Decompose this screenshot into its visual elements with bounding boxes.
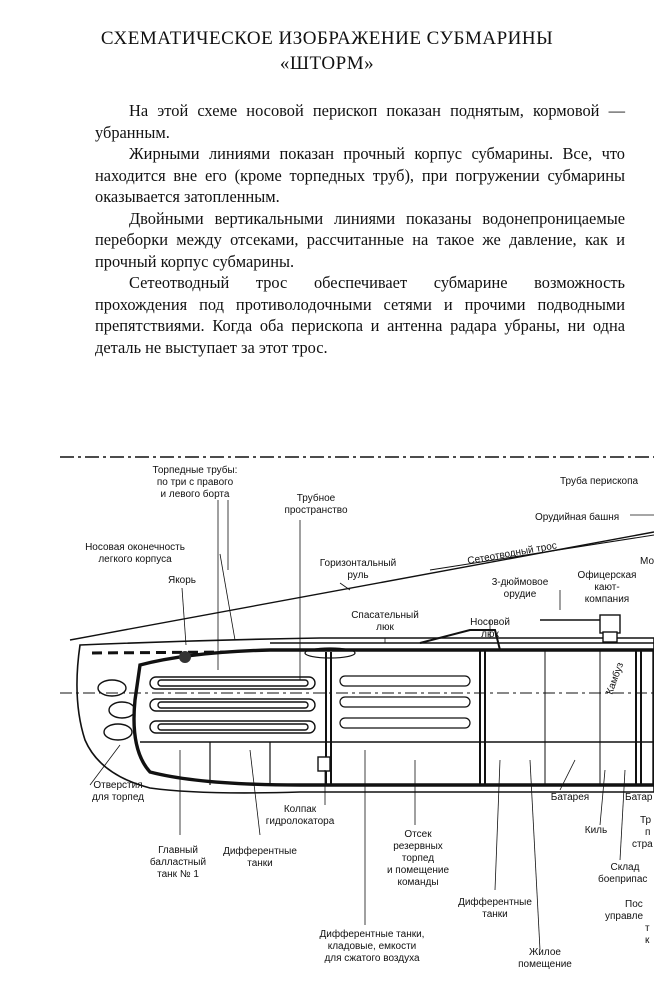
label-horiz-rudder-2: руль <box>347 570 368 581</box>
label-reserve-1: Отсек <box>404 829 432 840</box>
label-horiz-rudder-1: Горизонтальный <box>320 558 396 569</box>
label-mo: Мо <box>640 556 654 567</box>
label-gun-2: орудие <box>504 589 537 600</box>
label-reserve-3: торпед <box>402 853 434 864</box>
label-trim-tanks-2b: танки <box>482 909 508 920</box>
label-main-ballast-2: балластный <box>150 856 206 868</box>
label-net-cable: Сетеотводный трос <box>467 540 558 567</box>
label-trim-right-3: стра <box>632 839 653 850</box>
pressure-hull-outline <box>132 648 654 787</box>
label-torpedo-holes-2: для торпед <box>92 792 144 803</box>
submarine-diagram: Торпедные трубы: по три с правого и лево… <box>60 456 654 970</box>
label-control-1: Пос <box>625 899 643 910</box>
label-bow-hatch-2: люк <box>481 629 499 640</box>
label-reserve-4: и помещение <box>387 865 450 876</box>
label-bow-end-1: Носовая оконечность <box>85 542 185 553</box>
label-torpedo-tubes-1: Торпедные трубы: <box>153 464 238 476</box>
label-torpedo-tubes-3: и левого борта <box>161 488 230 500</box>
label-ammo-1: Склад <box>611 862 640 873</box>
label-tube-space-2: пространство <box>284 505 348 516</box>
gun-icon <box>540 614 621 643</box>
label-bow-end-2: легкого корпуса <box>98 554 172 565</box>
body-text: На этой схеме носовой перископ показан п… <box>95 100 625 358</box>
paragraph-2: Жирными линиями показан прочный корпус с… <box>95 144 625 206</box>
anchor-icon <box>179 651 191 663</box>
label-storage-2: кладовые, емкости <box>328 941 417 952</box>
label-rescue-hatch-2: люк <box>376 622 394 633</box>
paragraph-1: На этой схеме носовой перископ показан п… <box>95 101 625 142</box>
label-periscope-tube: Труба перископа <box>560 475 639 487</box>
torpedo-openings <box>97 679 136 741</box>
label-torpedo-holes-1: Отверстия <box>93 780 142 791</box>
label-battery-2: Батар <box>625 792 653 803</box>
label-gun-1: 3-дюймовое <box>492 577 549 588</box>
sonar-dome-icon <box>317 756 331 772</box>
label-sonar-2: гидролокатора <box>266 816 335 827</box>
label-storage-3: для сжатого воздуха <box>324 953 420 964</box>
label-tube-space-1: Трубное <box>297 492 336 504</box>
label-main-ballast-3: танк № 1 <box>157 869 199 880</box>
label-trim-tanks-1a: Дифферентные <box>223 845 297 857</box>
label-living-1: Жилое <box>529 947 561 958</box>
label-officer-1: Офицерская <box>578 569 637 581</box>
reserve-torpedoes <box>339 675 471 729</box>
label-living-2: помещение <box>518 959 572 970</box>
label-storage-1: Дифферентные танки, <box>320 928 425 940</box>
torpedo-tubes <box>149 676 316 734</box>
label-officer-3: компания <box>585 594 629 605</box>
label-ammo-2: боеприпас <box>598 873 647 885</box>
label-officer-2: кают- <box>594 582 619 593</box>
label-main-ballast-1: Главный <box>158 845 198 856</box>
page-title-line-1: СХЕМАТИЧЕСКОЕ ИЗОБРАЖЕНИЕ СУБМАРИНЫ <box>100 28 554 49</box>
page-title-line-2: «ШТОРМ» <box>279 53 375 74</box>
label-trim-tanks-1b: танки <box>247 858 273 869</box>
paragraph-3: Двойными вертикальными линиями показаны … <box>95 208 625 271</box>
label-rescue-hatch-1: Спасательный <box>351 610 419 621</box>
label-control-4: к <box>645 935 650 946</box>
label-control-3: т <box>645 923 650 934</box>
light-hull-outline <box>76 637 654 794</box>
label-torpedo-tubes-2: по три с правого <box>157 477 234 488</box>
label-anchor: Якорь <box>168 575 196 586</box>
label-gun-tower: Орудийная башня <box>535 511 619 523</box>
label-reserve-5: команды <box>397 877 438 888</box>
label-keel: Киль <box>585 825 607 836</box>
label-trim-right-2: п <box>645 827 650 838</box>
leader-lines <box>89 500 654 951</box>
label-control-2: управле <box>605 911 643 922</box>
paragraph-4: Сетеотводный трос обеспечивает субмарине… <box>95 273 625 357</box>
label-galley: Камбуз <box>604 660 627 696</box>
label-trim-right-1: Тр <box>640 815 652 826</box>
label-trim-tanks-2a: Дифферентные <box>458 896 532 908</box>
label-reserve-2: резервных <box>393 841 443 852</box>
label-sonar-1: Колпак <box>284 804 317 815</box>
label-bow-hatch-1: Носовой <box>470 617 510 628</box>
label-battery: Батарея <box>551 792 589 803</box>
